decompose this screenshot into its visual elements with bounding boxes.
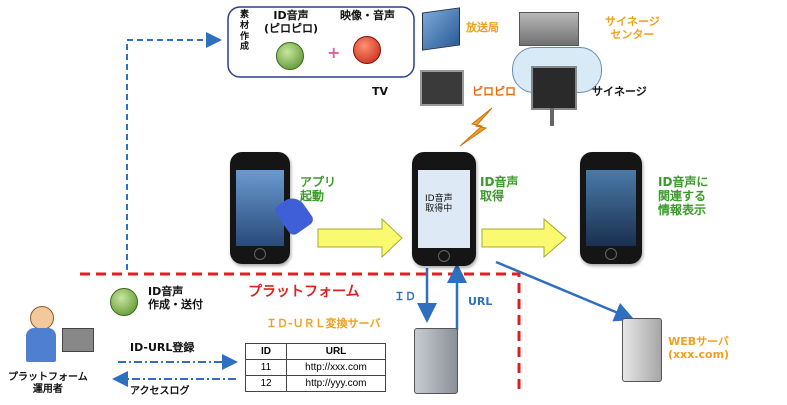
table-row: 12 http://yyy.com <box>245 375 386 392</box>
table-cell: http://yyy.com <box>286 375 386 392</box>
phone-screen-text: ID音声 取得中 <box>425 194 453 215</box>
id-audio-label: ID音声 (ピロピロ) <box>264 9 319 35</box>
table-header-url: URL <box>286 343 386 360</box>
id-url-table: ID URL 11 http://xxx.com 12 http://yyy.c… <box>245 343 386 392</box>
tv-icon <box>420 70 464 106</box>
plus-sign: + <box>327 43 341 62</box>
table-cell: 11 <box>245 359 287 376</box>
phone-capturing <box>412 152 476 266</box>
folder-icon-red <box>353 36 381 64</box>
conversion-server-icon <box>414 328 458 394</box>
access-log-label: アクセスログ <box>130 386 190 397</box>
operator-monitor-icon <box>62 328 94 352</box>
register-label: ID-URL登録 <box>130 341 195 354</box>
operator-avatar-icon <box>24 306 58 364</box>
table-cell: 12 <box>245 375 287 392</box>
table-cell: http://xxx.com <box>286 359 386 376</box>
flow-arrow-2 <box>481 217 567 259</box>
broadcast-station-label: 放送局 <box>466 21 499 34</box>
server-label: ＩＤ-ＵＲＬ変換サーバ <box>266 317 381 330</box>
table-row: 11 http://xxx.com <box>245 359 386 376</box>
phone-display <box>580 152 642 264</box>
signage-center-icon <box>519 12 579 46</box>
piropiro-label: ピロピロ <box>472 85 516 98</box>
signage-display-icon <box>531 66 577 110</box>
web-arrow <box>495 260 635 322</box>
display-info-label: ID音声に 関連する 情報表示 <box>658 175 709 217</box>
folder-icon-green <box>276 42 304 70</box>
operator-label: プラットフォーム 運用者 <box>8 372 88 395</box>
web-server-label: WEBサーバ (xxx.com) <box>668 335 730 361</box>
platform-title: プラットフォーム <box>248 284 360 300</box>
id-label: ＩＤ <box>394 290 416 303</box>
id-capture-label: ID音声 取得 <box>480 175 519 203</box>
signage-stand <box>550 108 554 126</box>
tv-label: TV <box>372 85 389 98</box>
sound-bolt <box>459 107 493 147</box>
signage-center-label: サイネージ センター <box>605 15 660 41</box>
create-send-label: ID音声 作成・送付 <box>148 285 203 311</box>
folder-icon-send <box>110 288 138 316</box>
web-server-icon <box>622 318 662 382</box>
material-label: 素材作成 <box>240 10 250 53</box>
url-label: URL <box>468 295 493 308</box>
flow-arrow-1 <box>317 217 403 259</box>
table-header-id: ID <box>245 343 287 360</box>
dashed-create-path <box>126 32 222 270</box>
app-launch-label: アプリ 起動 <box>300 175 337 203</box>
signage-label: サイネージ <box>592 85 647 98</box>
broadcast-station-icon <box>422 7 460 51</box>
platform-boundary <box>80 272 521 392</box>
video-audio-label: 映像・音声 <box>340 9 395 22</box>
